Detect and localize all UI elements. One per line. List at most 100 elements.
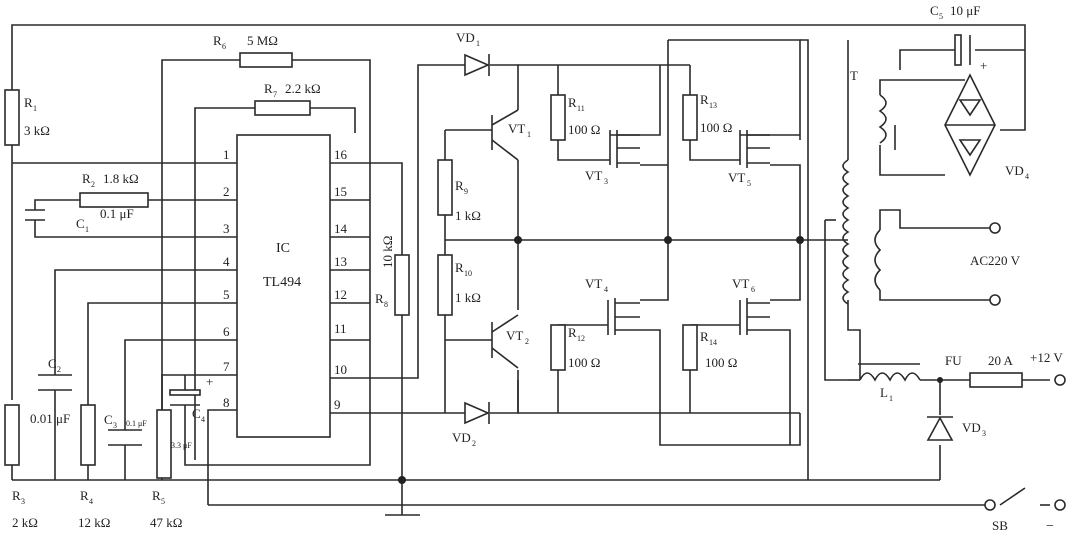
label-r14-sub: 14 [709, 338, 717, 347]
label-c5-plus: + [980, 58, 987, 73]
capacitor-c2 [38, 374, 72, 391]
label-vd3-sub: 3 [982, 429, 986, 438]
label-fuse-rating: 20 A [988, 353, 1014, 368]
pin-15: 15 [334, 184, 347, 199]
junction-dot [664, 236, 672, 244]
label-l1-name: L [880, 385, 888, 400]
label-r4-sub: 4 [89, 497, 93, 506]
junction-dot [398, 476, 406, 484]
label-vd4-name: VD [1005, 163, 1024, 178]
label-r6-sub: 6 [222, 42, 226, 51]
pin-11: 11 [334, 321, 347, 336]
label-r8-sub: 8 [384, 300, 388, 309]
mosfet-vt3 [609, 130, 640, 168]
resistor-r3 [4, 404, 20, 466]
label-c4-sub: 4 [201, 415, 205, 424]
label-r14-value: 100 Ω [705, 355, 737, 370]
diode-vd1 [464, 53, 491, 77]
label-vt5-name: VT [728, 170, 745, 185]
label-vd1-name: VD [456, 30, 475, 45]
transformer-t [825, 94, 887, 305]
resistor-r8 [394, 254, 410, 316]
label-vd2-sub: 2 [472, 439, 476, 448]
label-vt4-sub: 4 [604, 285, 608, 294]
label-c5-sub: 5 [939, 12, 943, 21]
label-r11-name: R [568, 95, 577, 110]
label-r9-name: R [455, 178, 464, 193]
label-c3-value: 0.1 μF [126, 419, 147, 428]
pin-13: 13 [334, 254, 347, 269]
resistor-r7 [254, 100, 311, 116]
mosfet-vt4 [607, 298, 640, 335]
resistor-r13 [682, 94, 698, 141]
label-c4-name: C [192, 406, 201, 421]
capacitor-c1 [25, 209, 45, 221]
ic-tl494 [236, 134, 331, 438]
label-r7-name: R [264, 81, 273, 96]
label-r10-sub: 10 [464, 269, 472, 278]
label-r12-value: 100 Ω [568, 355, 600, 370]
label-vd4-sub: 4 [1025, 172, 1029, 181]
plus12-terminal [1054, 374, 1066, 386]
label-r2-sub: 2 [91, 180, 95, 189]
pin-2: 2 [223, 184, 230, 199]
label-r3-value: 2 kΩ [12, 515, 38, 530]
label-ac220: AC220 V [970, 253, 1021, 268]
label-transformer: T [850, 68, 858, 83]
label-r8-name: R [375, 291, 384, 306]
label-r7-sub: 7 [273, 90, 277, 99]
resistor-r1 [4, 89, 20, 146]
label-vt1-name: VT [508, 121, 525, 136]
label-fu: FU [945, 353, 962, 368]
label-r5-sub: 5 [161, 497, 165, 506]
bridge-vd4 [944, 73, 996, 177]
resistor-r9 [437, 159, 453, 216]
resistor-r2 [79, 192, 149, 208]
label-vt6-name: VT [732, 276, 749, 291]
label-vt3-sub: 3 [604, 177, 608, 186]
junction-dot [514, 236, 522, 244]
resistor-r12 [550, 324, 566, 371]
pin-9: 9 [334, 397, 341, 412]
label-r14-name: R [700, 329, 709, 344]
ac-terminal-bottom [989, 294, 1001, 306]
resistor-r5 [156, 409, 172, 479]
label-vt4-name: VT [585, 276, 602, 291]
label-r6-value: 5 MΩ [247, 33, 278, 48]
label-r3-sub: 3 [21, 497, 25, 506]
label-plus12: +12 V [1030, 350, 1063, 365]
resistor-r6 [239, 52, 293, 68]
label-sb: SB [992, 518, 1008, 533]
sb-contact [984, 499, 996, 511]
minus-terminal [1054, 499, 1066, 511]
diode-vd3 [926, 416, 954, 441]
capacitor-c3 [108, 429, 142, 446]
label-r3-name: R [12, 488, 21, 503]
ic-label: IC [276, 241, 290, 256]
label-r13-value: 100 Ω [700, 120, 732, 135]
mosfet-vt5 [739, 130, 770, 168]
label-c3-name: C [104, 412, 113, 427]
resistor-r10 [437, 254, 453, 316]
label-c2-name: C [48, 356, 57, 371]
wires [11, 24, 1050, 516]
label-r4-name: R [80, 488, 89, 503]
label-vt2-sub: 2 [525, 337, 529, 346]
label-r9-sub: 9 [464, 187, 468, 196]
label-r5-name: R [152, 488, 161, 503]
label-c4-plus: + [206, 374, 213, 389]
capacitor-c4 [169, 389, 201, 406]
pin-5: 5 [223, 287, 230, 302]
pin-6: 6 [223, 324, 230, 339]
label-r9-value: 1 kΩ [455, 208, 481, 223]
label-c5-value: 10 μF [950, 3, 980, 18]
labels: R 1 3 kΩ R 2 1.8 kΩ C 1 0.1 μF C 2 0.01 … [12, 3, 1063, 534]
label-r12-name: R [568, 325, 577, 340]
diode-vd2 [464, 401, 491, 425]
label-vt1-sub: 1 [527, 130, 531, 139]
label-r10-value: 1 kΩ [455, 290, 481, 305]
label-c1-name: C [76, 216, 85, 231]
label-vt5-sub: 5 [747, 179, 751, 188]
inductor-l1 [859, 372, 921, 382]
